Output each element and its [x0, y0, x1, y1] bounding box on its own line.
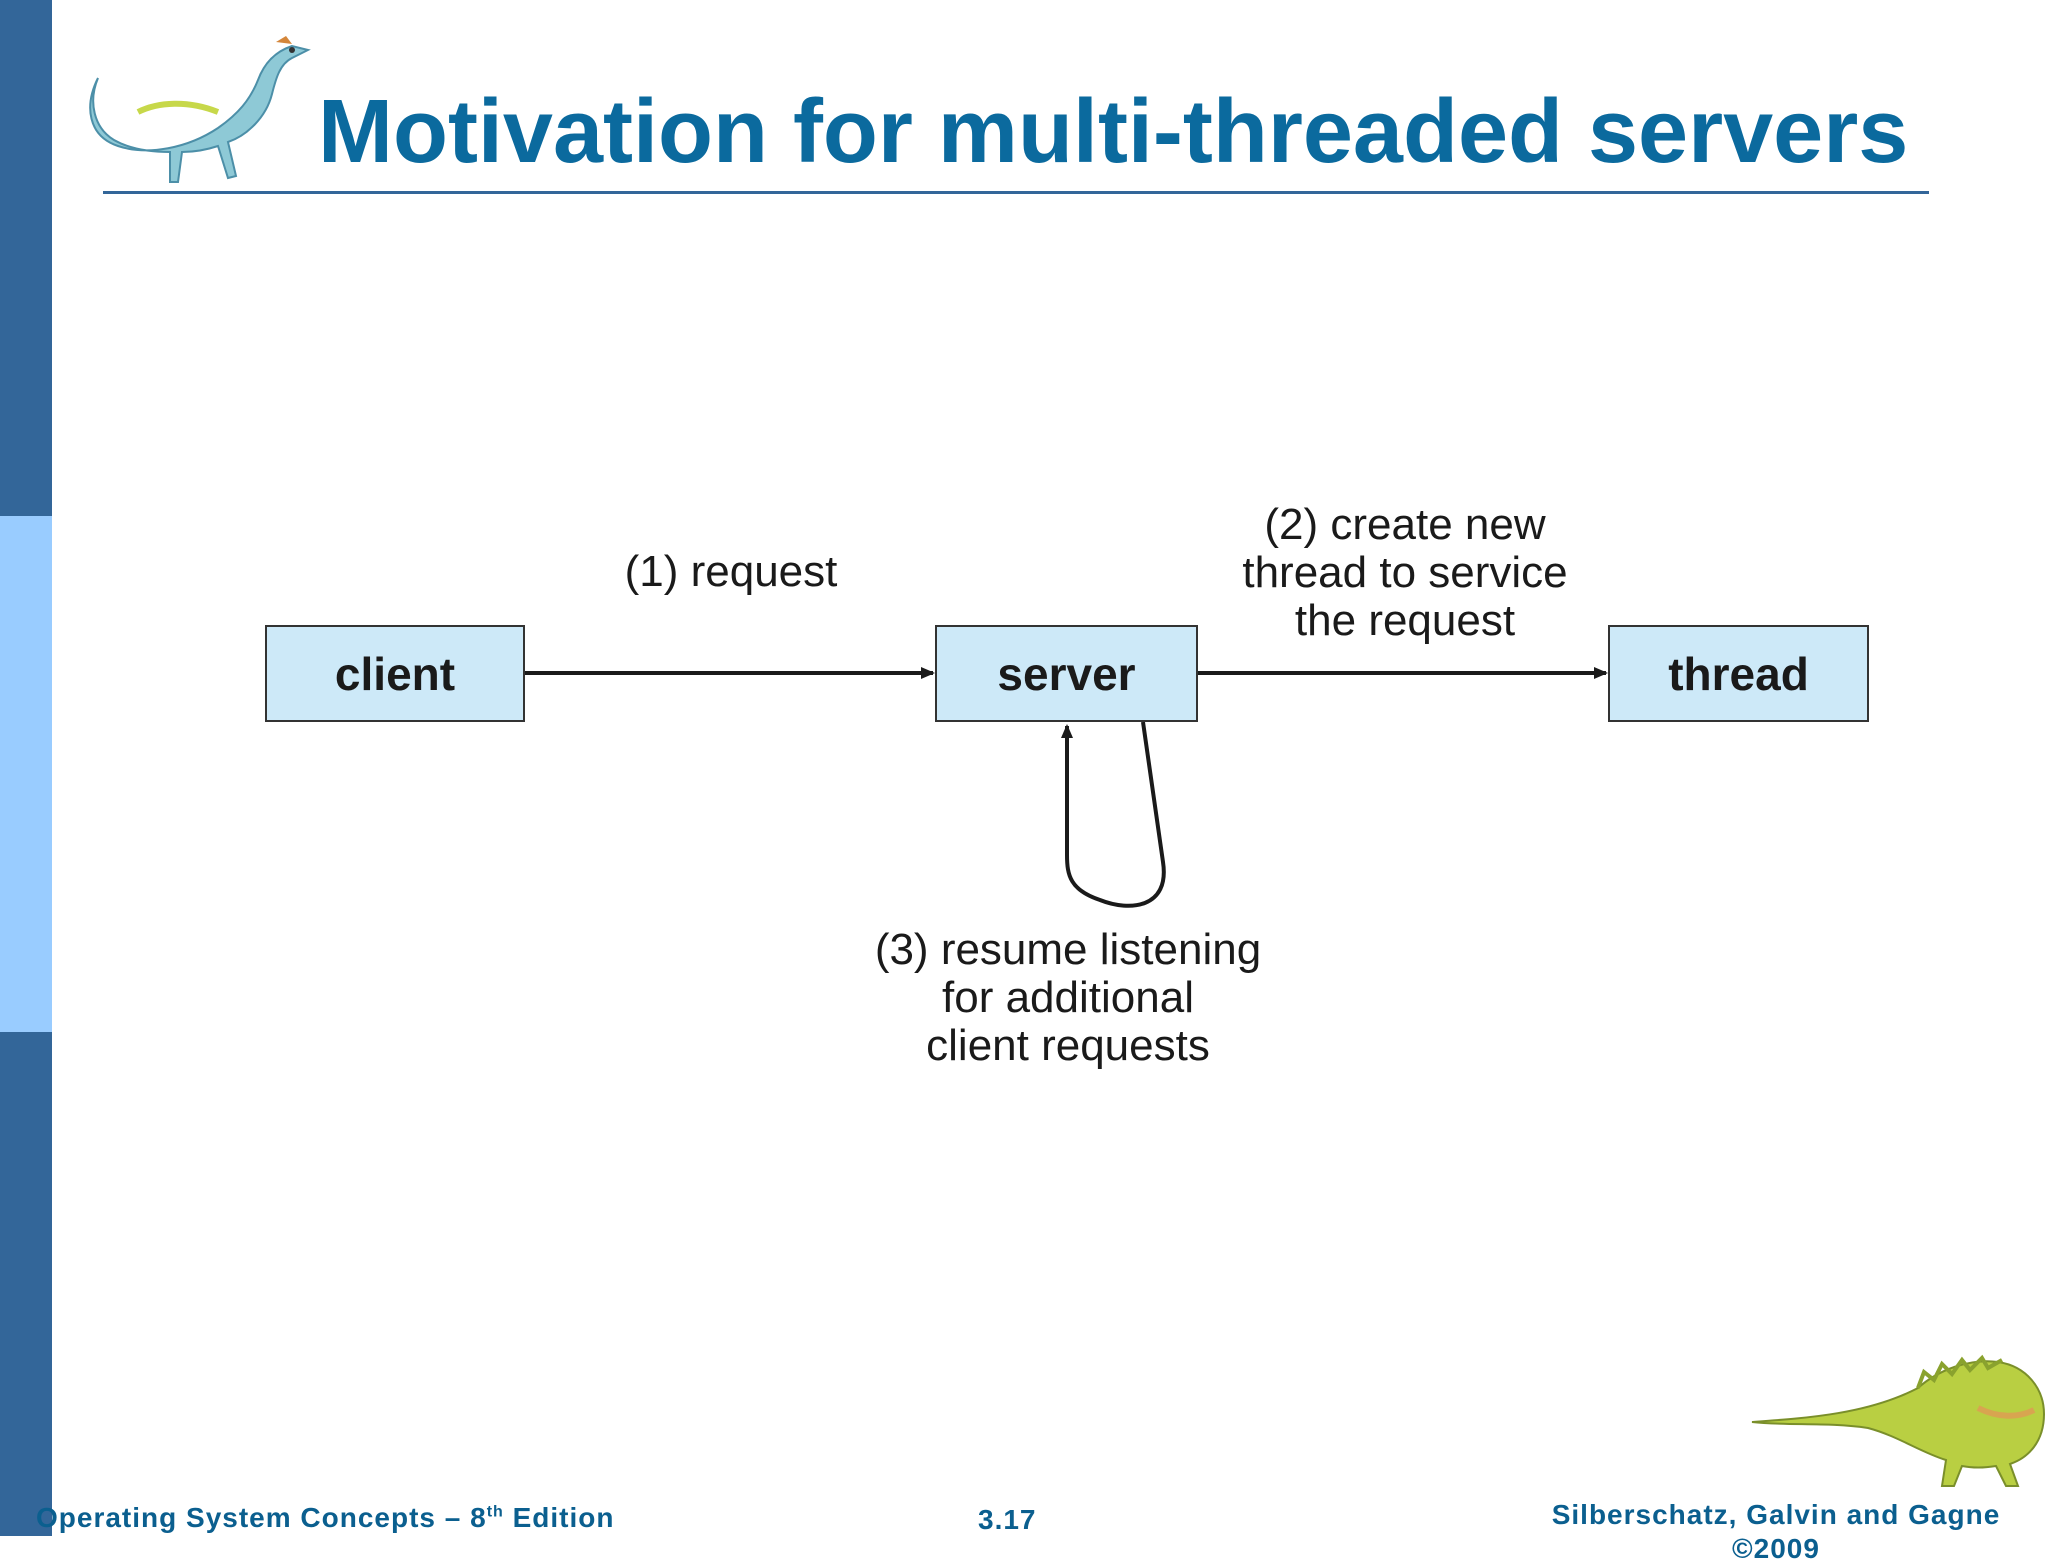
sidebar-band-bottom: [0, 1032, 52, 1536]
edge-resume-loop-arrow: [1061, 721, 1166, 908]
edge-resume-label: (3) resume listening for additional clie…: [874, 925, 1262, 1070]
sidebar-band-top: [0, 0, 52, 516]
title-underline: [103, 191, 1929, 194]
footer-book-title-main: Operating System Concepts – 8: [36, 1502, 487, 1533]
thread-node: thread: [1608, 625, 1869, 722]
footer-book-title-tail: Edition: [503, 1502, 615, 1533]
server-node: server: [935, 625, 1198, 722]
footer-edition-superscript: th: [486, 1503, 504, 1521]
edge-request-label: (1) request: [624, 547, 838, 596]
dinosaur-logo-top: [89, 36, 311, 183]
left-sidebar-band: [0, 0, 52, 1536]
dinosaur-logo-bottom: [1751, 1354, 2046, 1487]
client-node: client: [265, 625, 525, 722]
sidebar-band-middle: [0, 516, 52, 1032]
footer-book-title: Operating System Concepts – 8th Edition: [36, 1502, 614, 1534]
footer-authors: Silberschatz, Galvin and Gagne ©2009: [1551, 1499, 2001, 1564]
edge-create-thread-label: (2) create new thread to service the req…: [1242, 500, 1568, 645]
slide-title: Motivation for multi-threaded servers: [318, 82, 1909, 182]
footer-page-number: 3.17: [978, 1504, 1037, 1535]
